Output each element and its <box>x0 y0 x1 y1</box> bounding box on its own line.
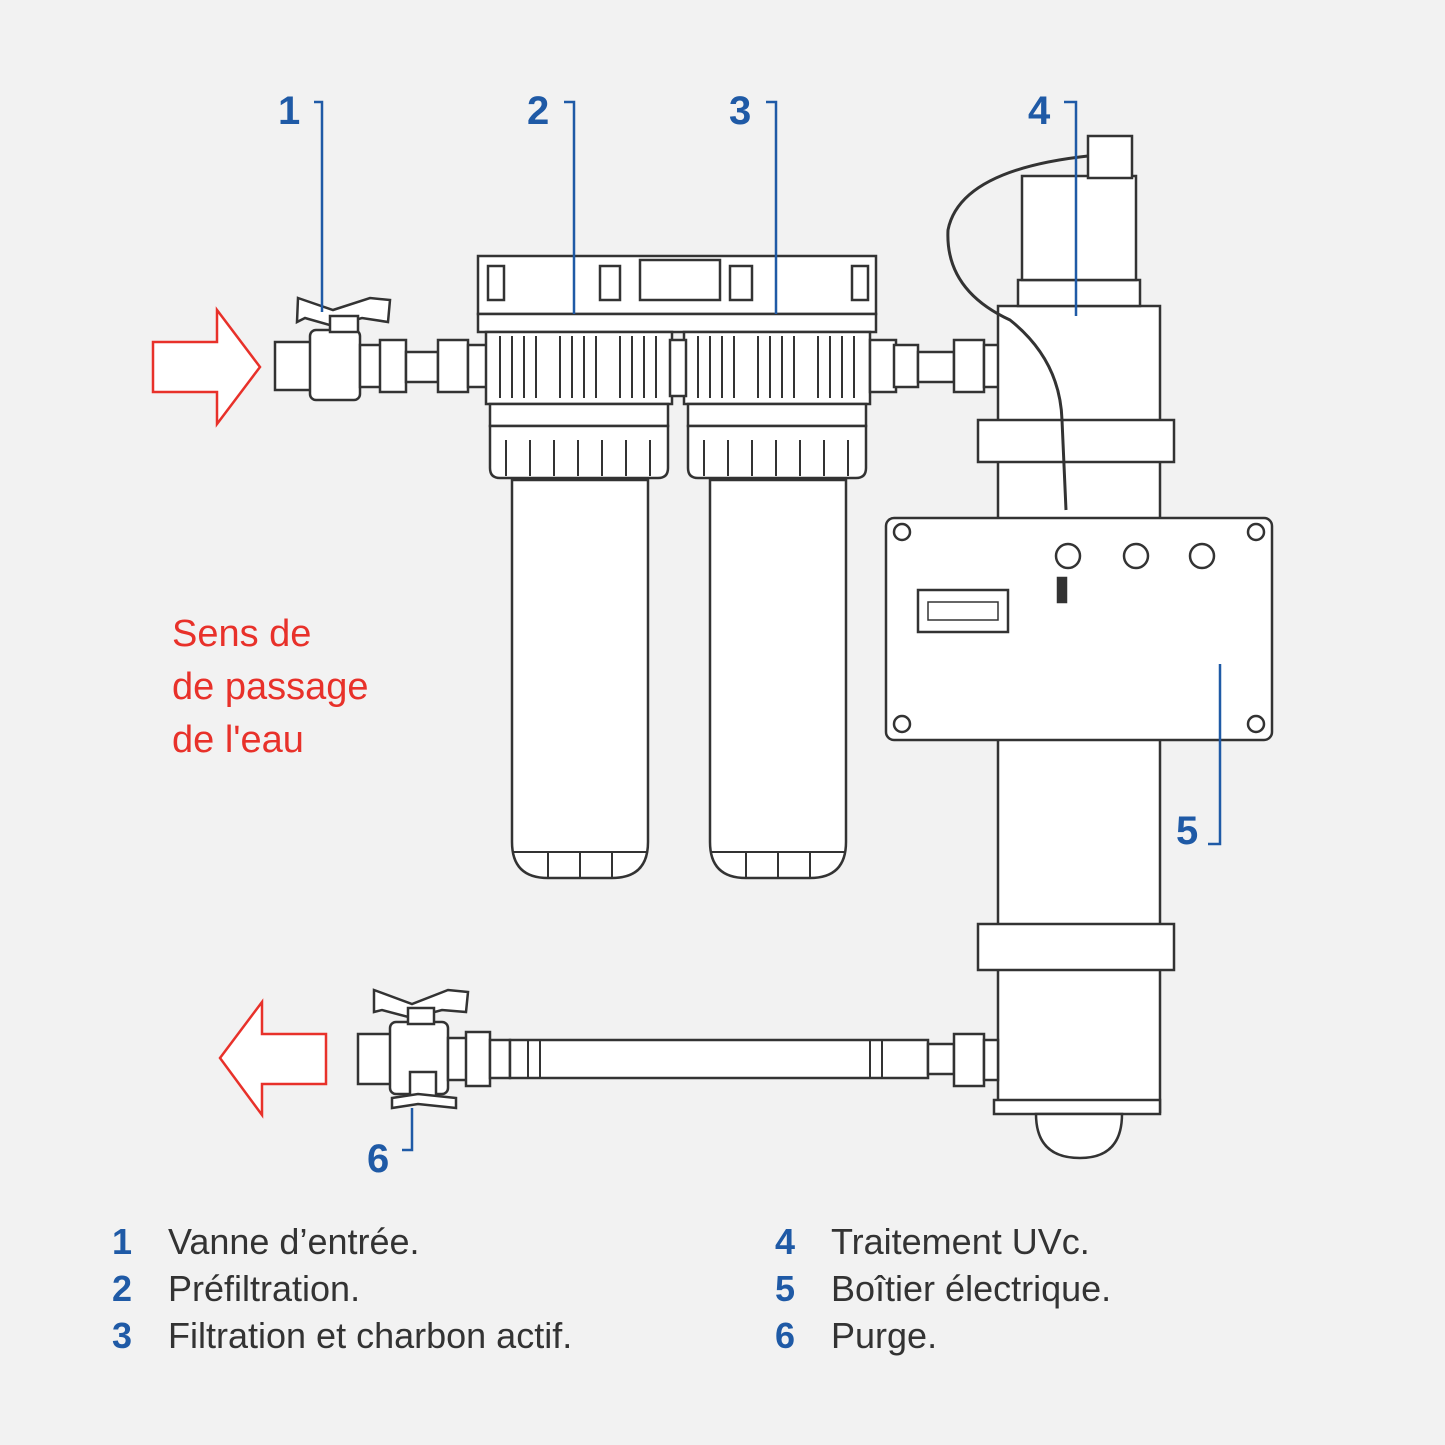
legend-text: Boîtier électrique. <box>831 1267 1112 1309</box>
filter-1 <box>484 330 674 880</box>
legend-left: 1 Vanne d’entrée. 2 Préfiltration. 3 Fil… <box>112 1218 572 1359</box>
callout-6: 6 <box>367 1137 389 1181</box>
filter-2 <box>682 330 872 880</box>
electrical-box <box>884 516 1274 742</box>
callout-3: 3 <box>729 89 751 133</box>
legend-item: 2 Préfiltration. <box>112 1265 572 1312</box>
legend-number: 5 <box>775 1267 796 1309</box>
line-art <box>273 134 1274 1160</box>
legend-number: 3 <box>112 1314 133 1356</box>
legend-text: Traitement UVc. <box>831 1220 1090 1262</box>
flow-label-line-3: de l'eau <box>172 719 304 761</box>
callout-2: 2 <box>527 89 549 133</box>
callout-lines <box>314 100 1222 1152</box>
legend-number: 1 <box>112 1220 133 1262</box>
flow-label-line-1: Sens de <box>172 613 312 655</box>
inlet-valve <box>273 296 490 402</box>
legend-text: Préfiltration. <box>168 1267 361 1309</box>
flow-direction-label: Sens de de passage de l'eau <box>172 608 369 767</box>
arrow-right-icon <box>151 306 262 428</box>
legend-item: 6 Purge. <box>775 1312 1111 1359</box>
legend-item: 3 Filtration et charbon actif. <box>112 1312 572 1359</box>
legend-number: 2 <box>112 1267 133 1309</box>
legend-right: 4 Traitement UVc. 5 Boîtier électrique. … <box>775 1218 1111 1359</box>
callout-1: 1 <box>278 89 300 133</box>
flow-label-line-2: de passage <box>172 666 369 708</box>
callout-4: 4 <box>1028 89 1051 133</box>
legend-text: Purge. <box>831 1314 938 1356</box>
arrow-left-icon <box>218 998 328 1119</box>
legend-item: 1 Vanne d’entrée. <box>112 1218 572 1265</box>
legend-number: 4 <box>775 1220 796 1262</box>
outlet-valve <box>356 988 1000 1110</box>
filter-head-plate <box>476 254 878 316</box>
legend-item: 5 Boîtier électrique. <box>775 1265 1111 1312</box>
legend-text: Vanne d’entrée. <box>168 1220 420 1262</box>
legend-text: Filtration et charbon actif. <box>168 1314 573 1356</box>
legend-item: 4 Traitement UVc. <box>775 1218 1111 1265</box>
legend-number: 6 <box>775 1314 796 1356</box>
callout-5: 5 <box>1176 809 1198 853</box>
